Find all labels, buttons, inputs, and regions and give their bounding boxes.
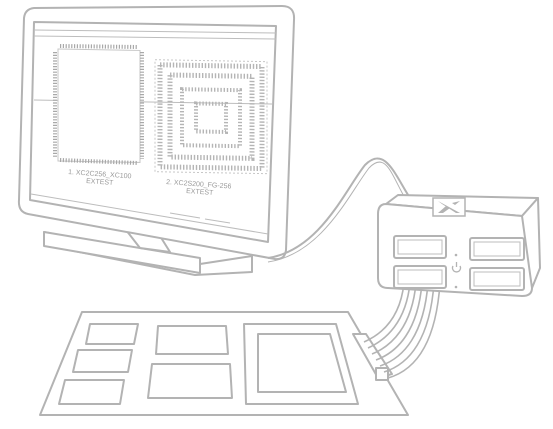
- chip-1-graphic: [53, 44, 144, 165]
- chip-2-name: 2. XC2S200_FG-256: [166, 179, 232, 191]
- chip-1-mode: EXTEST: [86, 178, 114, 187]
- monitor: 1. XC2C256_XC100 EXTEST 2. XC2S200_FG-25…: [17, 5, 296, 276]
- board-chip-small-3: [58, 379, 125, 405]
- board-chip-medium-1: [155, 325, 229, 355]
- programmer-port-4: [469, 267, 525, 291]
- board-chip-small-1: [85, 323, 139, 345]
- power-icon: [451, 262, 462, 273]
- usb-cable: [267, 157, 411, 259]
- status-led-icon: [454, 253, 458, 257]
- circuit-board: [39, 311, 409, 416]
- board-chip-medium-2: [147, 363, 233, 399]
- programmer-port-3: [393, 265, 447, 289]
- chip-2-mode: EXTEST: [186, 188, 214, 197]
- flying-leads: [363, 282, 441, 379]
- programmer-port-2: [469, 237, 525, 261]
- jtag-programmer: [377, 194, 541, 297]
- programmer-port-1: [393, 235, 447, 259]
- xilinx-logo-icon: [432, 197, 466, 217]
- chip-1-name: 1. XC2C256_XC100: [68, 169, 132, 180]
- chip-2-graphic: [154, 59, 268, 175]
- board-chip-small-2: [72, 349, 133, 373]
